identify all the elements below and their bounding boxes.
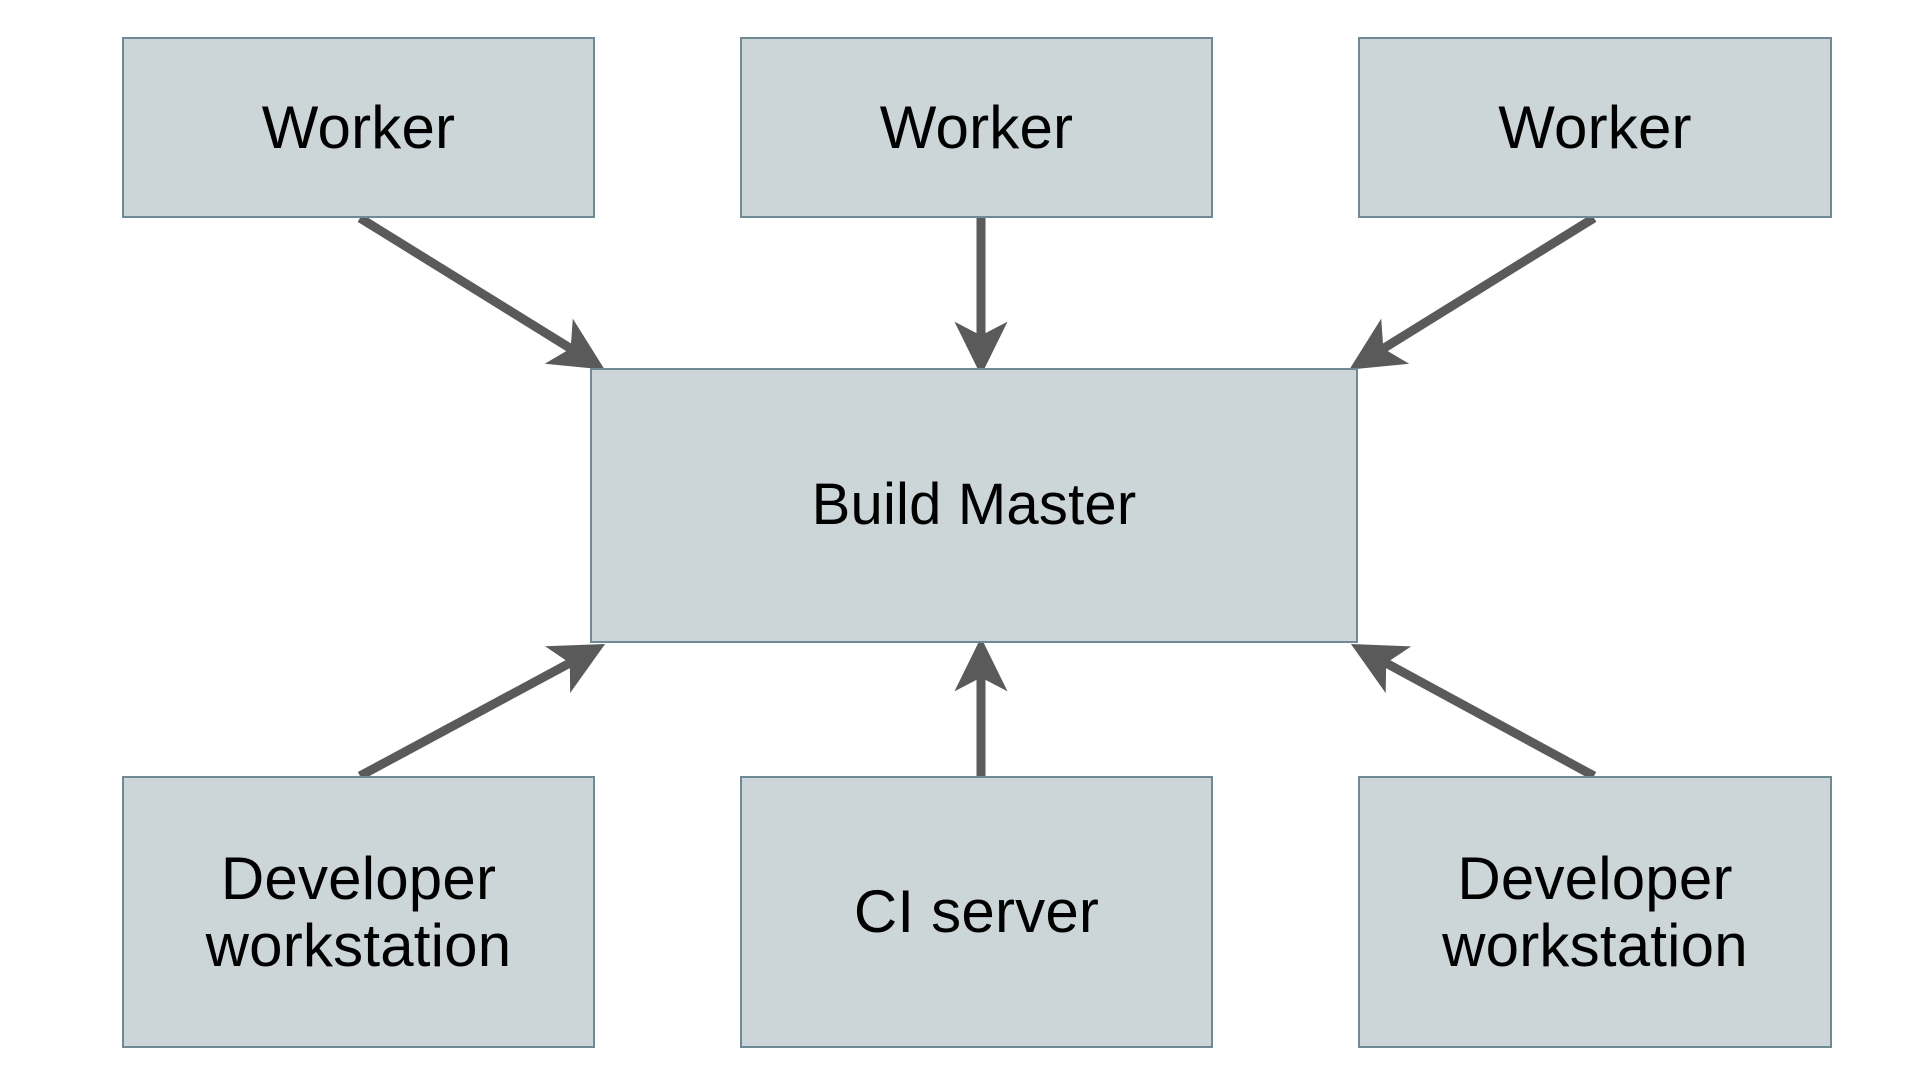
- node-worker-2[interactable]: Worker: [740, 37, 1213, 218]
- node-build-master[interactable]: Build Master: [590, 368, 1358, 643]
- node-ci-server-label: CI server: [853, 878, 1100, 946]
- node-developer-workstation-right-label: Developer workstation: [1442, 844, 1748, 979]
- node-ci-server[interactable]: CI server: [740, 776, 1213, 1048]
- node-worker-1-label: Worker: [261, 93, 456, 161]
- node-worker-2-label: Worker: [879, 93, 1074, 161]
- node-developer-workstation-right[interactable]: Developer workstation: [1358, 776, 1832, 1048]
- node-developer-workstation-left-label: Developer workstation: [205, 844, 512, 979]
- edge-developer-workstation-right-to-build-master: [1350, 643, 1597, 780]
- node-developer-workstation-left[interactable]: Developer workstation: [122, 776, 595, 1048]
- edge-worker-1-to-build-master: [357, 214, 605, 370]
- node-worker-3-label: Worker: [1498, 93, 1692, 161]
- node-worker-1[interactable]: Worker: [122, 37, 595, 218]
- node-build-master-label: Build Master: [811, 472, 1137, 538]
- edge-developer-workstation-left-to-build-master: [357, 644, 606, 780]
- node-worker-3[interactable]: Worker: [1358, 37, 1832, 218]
- edge-worker-3-to-build-master: [1349, 214, 1597, 370]
